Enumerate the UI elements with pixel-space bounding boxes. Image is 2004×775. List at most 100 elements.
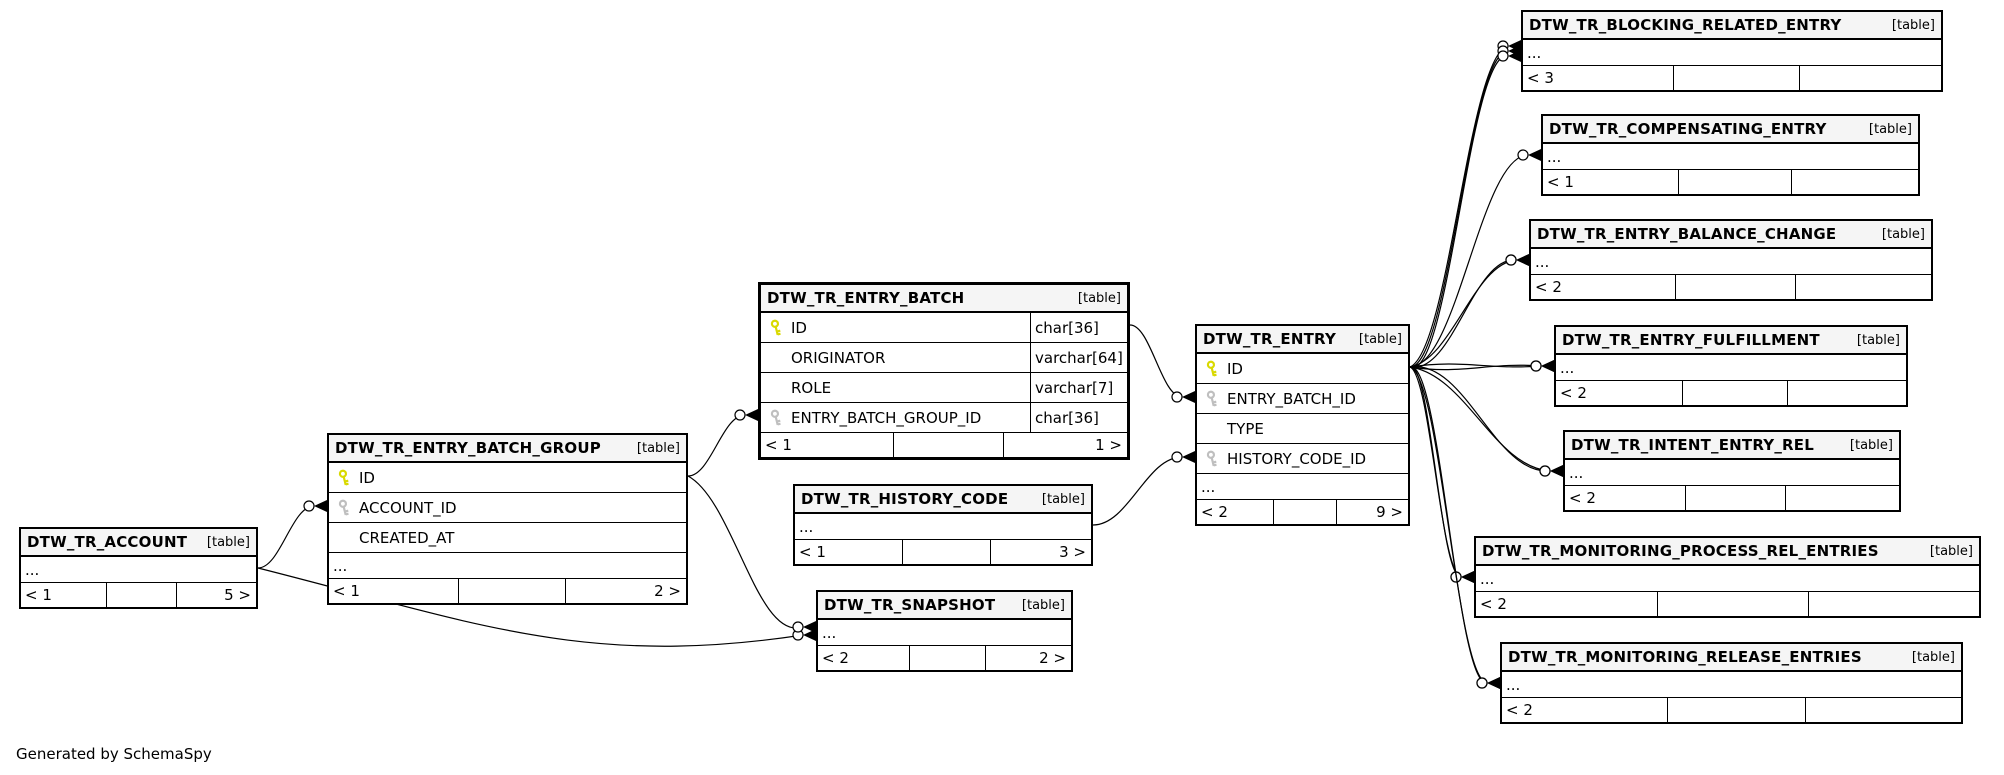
degree-children: 5 > — [176, 583, 256, 607]
table-title: DTW_TR_ENTRY — [1203, 330, 1337, 348]
table-type-tag: [table] — [1358, 331, 1402, 347]
relationship-line — [257, 505, 315, 569]
column-row: CREATED_AT — [329, 523, 686, 553]
fk-circle-icon — [1505, 254, 1517, 266]
table-monitoring_process[interactable]: DTW_TR_MONITORING_PROCESS_REL_ENTRIES [ta… — [1474, 536, 1981, 618]
hidden-columns-ellipsis: ... — [21, 557, 256, 583]
degree-middle — [1682, 381, 1787, 405]
fk-circle-icon — [1171, 451, 1183, 463]
table-title: DTW_TR_INTENT_ENTRY_REL — [1571, 436, 1814, 454]
table-fulfillment[interactable]: DTW_TR_ENTRY_FULFILLMENT[table]...< 2 — [1554, 325, 1908, 407]
degree-row: < 2 — [1502, 698, 1961, 722]
table-header: DTW_TR_HISTORY_CODE[table] — [795, 486, 1091, 514]
table-balance_change[interactable]: DTW_TR_ENTRY_BALANCE_CHANGE[table]...< 2 — [1529, 219, 1933, 301]
table-type-tag: [table] — [1929, 543, 1973, 559]
hidden-columns-ellipsis: ... — [795, 514, 1091, 540]
fk-arrowhead-icon — [1461, 571, 1474, 583]
table-title: DTW_TR_MONITORING_PROCESS_REL_ENTRIES — [1482, 542, 1879, 560]
degree-parents: < 1 — [765, 436, 792, 454]
degree-parents: < 2 — [1569, 489, 1596, 507]
degree-middle — [1685, 486, 1785, 510]
column-name: ROLE — [791, 378, 832, 397]
table-intent[interactable]: DTW_TR_INTENT_ENTRY_REL[table]...< 2 — [1563, 430, 1901, 512]
table-header: DTW_TR_ENTRY_BATCH [table] — [761, 285, 1127, 313]
table-blocking[interactable]: DTW_TR_BLOCKING_RELATED_ENTRY[table]...<… — [1521, 10, 1943, 92]
degree-children — [1785, 486, 1899, 510]
table-header: DTW_TR_ENTRY_BATCH_GROUP[table] — [329, 435, 686, 463]
column-name: CREATED_AT — [359, 528, 455, 547]
degree-row: < 1 3 > — [795, 540, 1091, 564]
table-title: DTW_TR_ENTRY_BATCH — [767, 289, 965, 307]
relationship-line — [1409, 259, 1517, 368]
fk-arrowhead-icon — [1550, 465, 1563, 477]
degree-middle — [1675, 275, 1795, 299]
table-type-tag: [table] — [1041, 491, 1085, 507]
fk-circle-icon — [1539, 465, 1551, 477]
fk-circle-icon — [303, 500, 315, 512]
table-title: DTW_TR_ENTRY_FULFILLMENT — [1562, 331, 1820, 349]
table-header: DTW_TR_ENTRY_FULFILLMENT[table] — [1556, 327, 1906, 355]
table-compensating[interactable]: DTW_TR_COMPENSATING_ENTRY[table]...< 1 — [1541, 114, 1920, 196]
relationship-line — [1409, 55, 1509, 368]
degree-children: 1 > — [1002, 433, 1127, 457]
fk-arrowhead-icon — [803, 629, 816, 641]
column-type: char[36] — [1030, 403, 1127, 432]
relationship-line — [1409, 366, 1551, 472]
table-title: DTW_TR_BLOCKING_RELATED_ENTRY — [1529, 16, 1842, 34]
degree-row: < 2 — [1531, 275, 1931, 299]
relationship-line — [1409, 45, 1509, 368]
table-header: DTW_TR_ENTRY [table] — [1197, 326, 1408, 354]
column-row: TYPE — [1197, 414, 1408, 444]
relationship-line — [1409, 366, 1488, 684]
column-row: ACCOUNT_ID — [329, 493, 686, 523]
relationship-line — [1409, 366, 1462, 578]
fk-arrowhead-icon — [803, 621, 816, 633]
table-type-tag: [table] — [1077, 290, 1121, 306]
fk-circle-icon — [792, 621, 804, 633]
fk-arrowhead-icon — [1528, 149, 1541, 161]
relationship-line — [1409, 154, 1529, 368]
degree-children — [1790, 170, 1919, 194]
fk-arrowhead-icon — [745, 409, 758, 421]
degree-parents: < 2 — [1480, 595, 1507, 613]
degree-parents: < 2 — [1535, 278, 1562, 296]
table-title: DTW_TR_ACCOUNT — [27, 533, 188, 551]
table-header: DTW_TR_ACCOUNT [table] — [21, 529, 256, 557]
column-name: TYPE — [1227, 419, 1264, 438]
degree-children: 2 > — [984, 646, 1071, 670]
table-monitoring_release[interactable]: DTW_TR_MONITORING_RELEASE_ENTRIES[table]… — [1500, 642, 1963, 724]
degree-row: < 3 — [1523, 66, 1941, 90]
hidden-columns-ellipsis: ... — [1543, 144, 1918, 170]
column-row: ENTRY_BATCH_ID — [1197, 384, 1408, 414]
column-row: ID — [1197, 354, 1408, 384]
column-type: varchar[7] — [1030, 373, 1127, 402]
fk-circle-icon — [1476, 677, 1488, 689]
hidden-columns-ellipsis: ... — [1531, 249, 1931, 275]
degree-parents: < 1 — [799, 543, 826, 561]
degree-parents: < 3 — [1527, 69, 1554, 87]
degree-children: 3 > — [990, 540, 1091, 564]
degree-children — [1798, 66, 1941, 90]
fk-arrowhead-icon — [1182, 451, 1195, 463]
column-name: ENTRY_BATCH_ID — [1227, 389, 1356, 408]
fk-arrowhead-icon — [1487, 677, 1500, 689]
table-type-tag: [table] — [636, 440, 680, 456]
column-type: char[36] — [1030, 313, 1127, 342]
table-history_code[interactable]: DTW_TR_HISTORY_CODE[table]... < 1 3 > — [793, 484, 1093, 566]
degree-parents: < 1 — [1547, 173, 1574, 191]
fk-arrowhead-icon — [1516, 254, 1529, 266]
degree-middle — [901, 540, 991, 564]
table-type-tag: [table] — [206, 534, 250, 550]
fk-arrowhead-icon — [1182, 391, 1195, 403]
table-header: DTW_TR_BLOCKING_RELATED_ENTRY[table] — [1523, 12, 1941, 40]
degree-row: < 2 — [1476, 592, 1979, 616]
